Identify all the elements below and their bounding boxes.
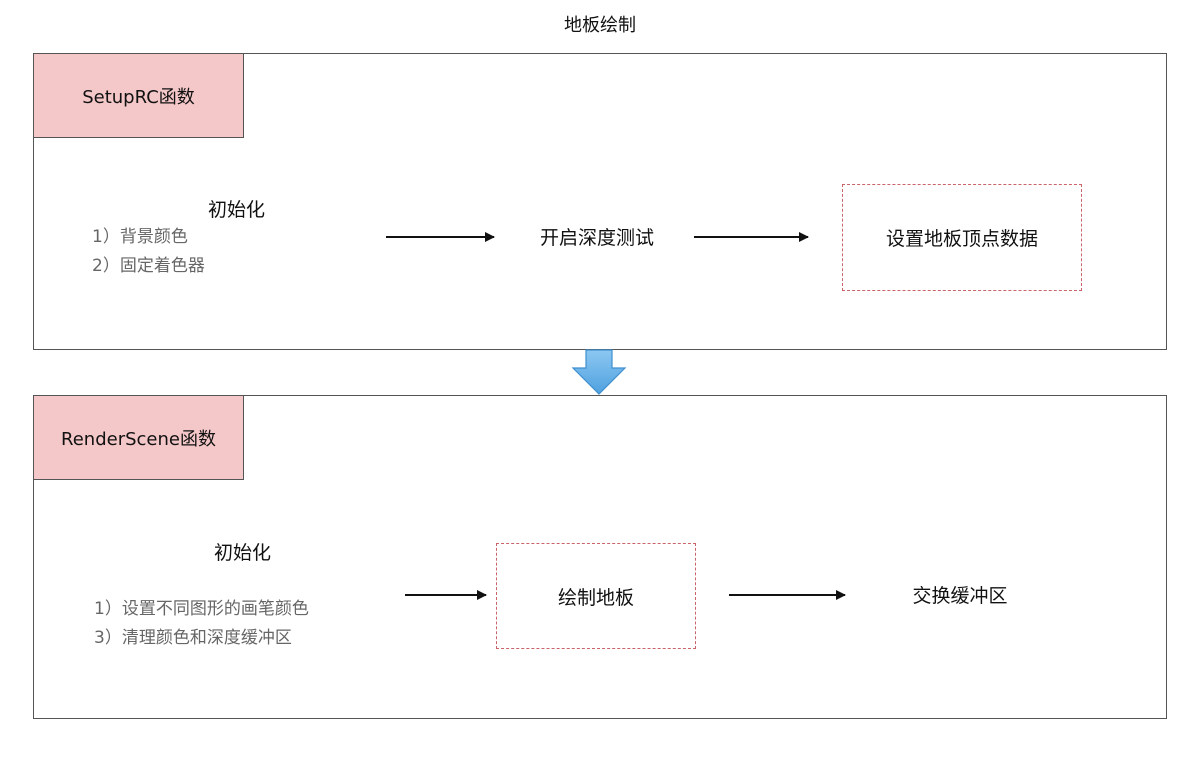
setuprc-init-title: 初始化 [208, 199, 266, 221]
renderscene-function-tag: RenderScene函数 [33, 395, 244, 480]
setuprc-vertex-data-box: 设置地板顶点数据 [842, 184, 1082, 291]
renderscene-draw-floor-box: 绘制地板 [496, 543, 696, 649]
setuprc-vertex-data-label: 设置地板顶点数据 [885, 228, 1038, 250]
renderscene-init-node: 1）设置不同图形的画笔颜色 3）清理颜色和深度缓冲区 [94, 597, 414, 650]
setuprc-function-tag: SetupRC函数 [33, 53, 244, 138]
renderscene-init-item: 1）设置不同图形的画笔颜色 [94, 599, 309, 619]
renderscene-swap-buffers-node: 交换缓冲区 [912, 585, 1008, 607]
renderscene-init-title: 初始化 [214, 542, 272, 564]
setuprc-depth-test-node: 开启深度测试 [539, 227, 654, 249]
renderscene-init-item: 3）清理颜色和深度缓冲区 [94, 628, 292, 648]
renderscene-draw-floor-label: 绘制地板 [557, 586, 634, 609]
panel-connector-down-arrow [571, 349, 627, 395]
setuprc-init-item: 2）固定着色器 [92, 256, 205, 276]
setuprc-function-label: SetupRC函数 [82, 86, 195, 108]
diagram-title: 地板绘制 [564, 15, 636, 36]
renderscene-function-label: RenderScene函数 [61, 428, 216, 450]
setuprc-init-node: 初始化 1）背景颜色 2）固定着色器 [92, 198, 352, 278]
setuprc-init-item: 1）背景颜色 [92, 227, 188, 247]
